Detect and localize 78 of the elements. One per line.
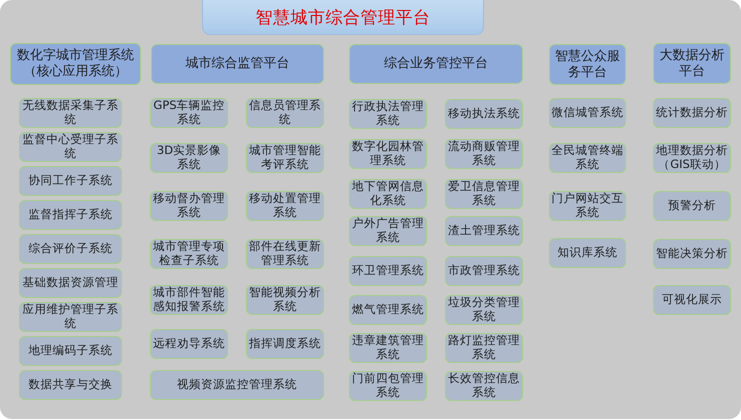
- subsystem-box: [150, 370, 324, 400]
- platform-header-box: [653, 43, 731, 84]
- subsystem-label: 流动商贩管理系统: [447, 140, 521, 168]
- platform-header-box: [10, 43, 141, 85]
- subsystem-box: [19, 234, 122, 264]
- subsystem-box: [653, 98, 731, 128]
- subsystem-label: 市政管理系统: [448, 264, 520, 278]
- subsystem-box: [653, 285, 731, 315]
- subsystem-label: 全民城管终端系统: [550, 144, 624, 172]
- platform-title: 智慧公众服务平台: [554, 48, 621, 80]
- subsystem-label: 爱卫信息管理系统: [447, 180, 521, 208]
- subsystem-box: [19, 336, 122, 366]
- subsystem-label: 燃气管理系统: [352, 303, 424, 317]
- subsystem-label: 户外广告管理系统: [351, 217, 425, 245]
- subsystem-box: [445, 256, 523, 286]
- platform-title: 综合业务管控平台: [384, 56, 488, 72]
- subsystem-box: [653, 239, 731, 269]
- subsystem-box: [19, 166, 122, 196]
- subsystem-label: 智能视频分析系统: [248, 286, 322, 314]
- platform-title: 大数据分析平台: [658, 48, 726, 80]
- subsystem-box: [150, 143, 228, 173]
- subsystem-label: 统计数据分析: [656, 106, 728, 120]
- subsystem-box: [19, 268, 122, 298]
- subsystem-label: 移动督办管理系统: [152, 192, 226, 220]
- subsystem-label: 城市管理专项检查子系统: [152, 240, 226, 268]
- subsystem-label: 远程劝导系统: [153, 337, 225, 351]
- subsystem-label: 视频资源监控管理系统: [177, 378, 297, 392]
- subsystem-box: [549, 98, 626, 128]
- subsystem-label: 监督指挥子系统: [28, 208, 112, 222]
- subsystem-box: [653, 191, 731, 221]
- subsystem-label: 协同工作子系统: [28, 174, 112, 188]
- subsystem-label: 信息员管理系统: [248, 99, 322, 127]
- subsystem-label: 环卫管理系统: [352, 264, 424, 278]
- subsystem-label: 预警分析: [668, 199, 716, 213]
- subsystem-label: 长效管控信息系统: [447, 372, 521, 400]
- subsystem-label: 智能决策分析: [656, 247, 728, 261]
- subsystem-label: 移动执法系统: [448, 107, 520, 121]
- subsystem-box: [349, 256, 427, 286]
- subsystem-label: 部件在线更新管理系统: [248, 240, 322, 268]
- title-banner: 智慧城市综合管理平台: [202, 0, 484, 35]
- platform-title: 城市综合监管平台: [186, 56, 290, 72]
- subsystem-box: [246, 329, 324, 359]
- subsystem-label: 数据共享与交换: [28, 378, 112, 392]
- subsystem-label: 移动处置管理系统: [248, 192, 322, 220]
- subsystem-label: 垃圾分类管理系统: [447, 296, 521, 324]
- subsystem-label: 渣土管理系统: [448, 224, 520, 238]
- subsystem-label: 综合评价子系统: [28, 242, 112, 256]
- subsystem-label: 3D实景影像系统: [156, 144, 222, 172]
- platform-header-box: [349, 44, 523, 84]
- subsystem-label: 无线数据采集子系统: [22, 99, 120, 127]
- subsystem-box: [150, 329, 228, 359]
- subsystem-label: 数字化园林管理系统: [351, 140, 425, 168]
- subsystem-label: 监督中心受理子系统: [22, 133, 120, 161]
- subsystem-label: 城市部件智能感知报警系统: [152, 286, 226, 314]
- subsystem-label: 基础数据资源管理: [22, 276, 118, 290]
- subsystem-label: 行政执法管理系统: [351, 100, 425, 128]
- subsystem-label: 指挥调度系统: [249, 337, 321, 351]
- subsystem-label: 门前四包管理系统: [351, 372, 425, 400]
- subsystem-label: 可视化展示: [662, 293, 722, 307]
- subsystem-label: 路灯监控管理系统: [447, 334, 521, 362]
- platform-title: 数化字城市管理系统（核心应用系统）: [16, 48, 135, 80]
- subsystem-label: 门户网站交互系统: [550, 192, 624, 220]
- subsystem-label: 微信城管系统: [552, 106, 624, 120]
- subsystem-label: GPS车辆监控系统: [152, 99, 226, 127]
- subsystem-box: [349, 295, 427, 325]
- subsystem-label: 应用维护管理子系统: [22, 303, 120, 331]
- subsystem-label: 违章建筑管理系统: [351, 334, 425, 362]
- subsystem-label: 地理编码子系统: [28, 344, 112, 358]
- subsystem-label: 地下管网信息化系统: [351, 180, 425, 208]
- subsystem-box: [19, 200, 122, 230]
- subsystem-box: [549, 238, 626, 268]
- subsystem-label: 地理数据分析（GIS联动）: [655, 144, 729, 172]
- subsystem-label: 城市管理智能考评系统: [248, 144, 322, 172]
- platform-header-box: [151, 44, 324, 84]
- subsystem-box: [445, 99, 523, 129]
- subsystem-label: 知识库系统: [558, 246, 618, 260]
- subsystem-box: [445, 216, 523, 246]
- subsystem-box: [19, 370, 122, 400]
